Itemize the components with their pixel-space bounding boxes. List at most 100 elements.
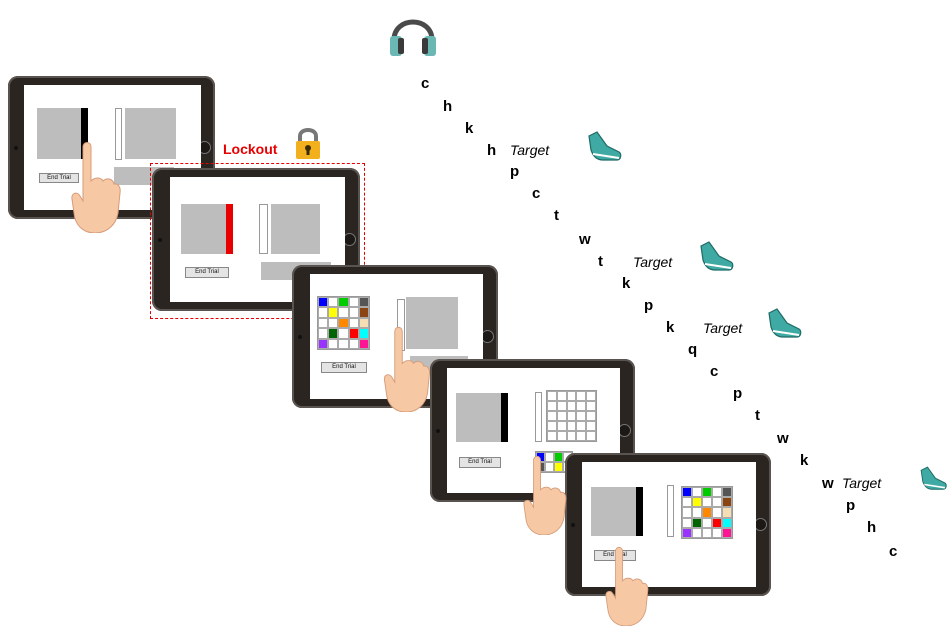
end-trial-button[interactable]: End Trial (594, 550, 636, 561)
grid-cell (318, 317, 329, 329)
sequence-letter: p (846, 497, 856, 514)
sequence-letter: k (666, 319, 675, 336)
grid-cell (318, 338, 329, 349)
grid-cell (722, 527, 732, 538)
grid-cell (692, 527, 702, 538)
grid-cell (338, 307, 349, 318)
end-trial-button[interactable]: End Trial (321, 362, 367, 373)
color-grid (681, 486, 733, 539)
grid-cell (702, 497, 712, 508)
grid-cell (566, 421, 577, 431)
grid-cell (586, 391, 596, 401)
sequence-letter: t (598, 253, 603, 270)
grid-cell (586, 431, 596, 441)
grid-cell (547, 431, 557, 441)
end-trial-button[interactable]: End Trial (185, 267, 229, 278)
tablet-4: End Trial (430, 359, 635, 502)
grid-cell (586, 421, 596, 431)
grid-cell (554, 462, 563, 472)
lock-icon (296, 128, 320, 159)
pointing-hand-icon (71, 142, 121, 233)
grid-cell (556, 401, 567, 411)
grid-cell (702, 517, 712, 528)
grid-cell (682, 527, 692, 538)
grid-cell (328, 338, 339, 349)
sequence-letter: k (800, 452, 809, 469)
tablet-5: End Trial (565, 453, 771, 596)
grid-cell (328, 328, 339, 339)
sequence-letter: k (465, 120, 474, 137)
grid-cell (328, 297, 339, 308)
pointing-hand-icon (523, 455, 567, 535)
grid-cell (566, 391, 577, 401)
grid-cell (318, 328, 329, 339)
grid-cell (547, 401, 557, 411)
grid-cell (328, 317, 339, 329)
grid-cell (692, 497, 702, 508)
grid-cell (556, 431, 567, 441)
grid-cell (722, 517, 732, 528)
sequence-letter: q (688, 341, 698, 358)
grid-cell (702, 487, 712, 498)
sequence-letter: k (622, 275, 631, 292)
sequence-letter: t (755, 407, 760, 424)
sequence-letter: t (554, 207, 559, 224)
grid-cell (586, 411, 596, 421)
grid-cell (566, 401, 577, 411)
grid-cell (338, 317, 349, 329)
grid-cell (702, 507, 712, 518)
pointing-hand-icon (383, 326, 431, 412)
grid-cell (576, 431, 587, 441)
grid-cell (682, 497, 692, 508)
grid-cell (358, 338, 369, 349)
grid-cell (586, 401, 596, 411)
sequence-letter: w (822, 475, 834, 492)
sequence-letter: p (644, 297, 654, 314)
target-label: Target (703, 320, 743, 336)
grid-cell (722, 497, 732, 508)
grid-cell (358, 328, 369, 339)
sequence-letter: c (532, 185, 541, 202)
grid-cell (318, 307, 329, 318)
tablet-5-screen: End Trial (582, 462, 756, 587)
end-trial-button[interactable]: End Trial (39, 173, 79, 183)
grid-cell (682, 517, 692, 528)
sequence-letter: c (889, 543, 898, 560)
grid-cell (545, 452, 554, 462)
grid-cell (722, 487, 732, 498)
shoe-icon (588, 131, 622, 161)
shoe-icon (768, 308, 802, 338)
grid-cell (576, 421, 587, 431)
grid-cell (566, 411, 577, 421)
grid-cell (712, 497, 722, 508)
grid-cell (545, 462, 554, 472)
grid-cell (576, 401, 587, 411)
sequence-letter: w (579, 231, 591, 248)
grid-cell (682, 487, 692, 498)
grid-cell (348, 297, 359, 308)
grid-cell (348, 317, 359, 329)
grid-cell (712, 487, 722, 498)
grid-cell (692, 487, 702, 498)
sequence-letter: h (487, 142, 497, 159)
target-label: Target (510, 142, 550, 158)
grid-cell (547, 391, 557, 401)
shoe-icon (920, 466, 947, 490)
grid-cell (682, 507, 692, 518)
sequence-letter: c (421, 75, 430, 92)
sequence-letter: h (443, 98, 453, 115)
sequence-letter: p (733, 385, 743, 402)
grid-cell (358, 307, 369, 318)
target-label: Target (842, 475, 882, 491)
lockout-label: Lockout (223, 141, 278, 157)
grid-cell (576, 391, 587, 401)
color-grid (317, 296, 370, 350)
end-trial-button[interactable]: End Trial (459, 457, 501, 468)
grid-cell (712, 527, 722, 538)
grid-cell (566, 431, 577, 441)
sequence-letter: c (710, 363, 719, 380)
empty-grid (546, 390, 597, 442)
grid-cell (556, 421, 567, 431)
headphones-icon (390, 19, 436, 56)
grid-cell (348, 328, 359, 339)
